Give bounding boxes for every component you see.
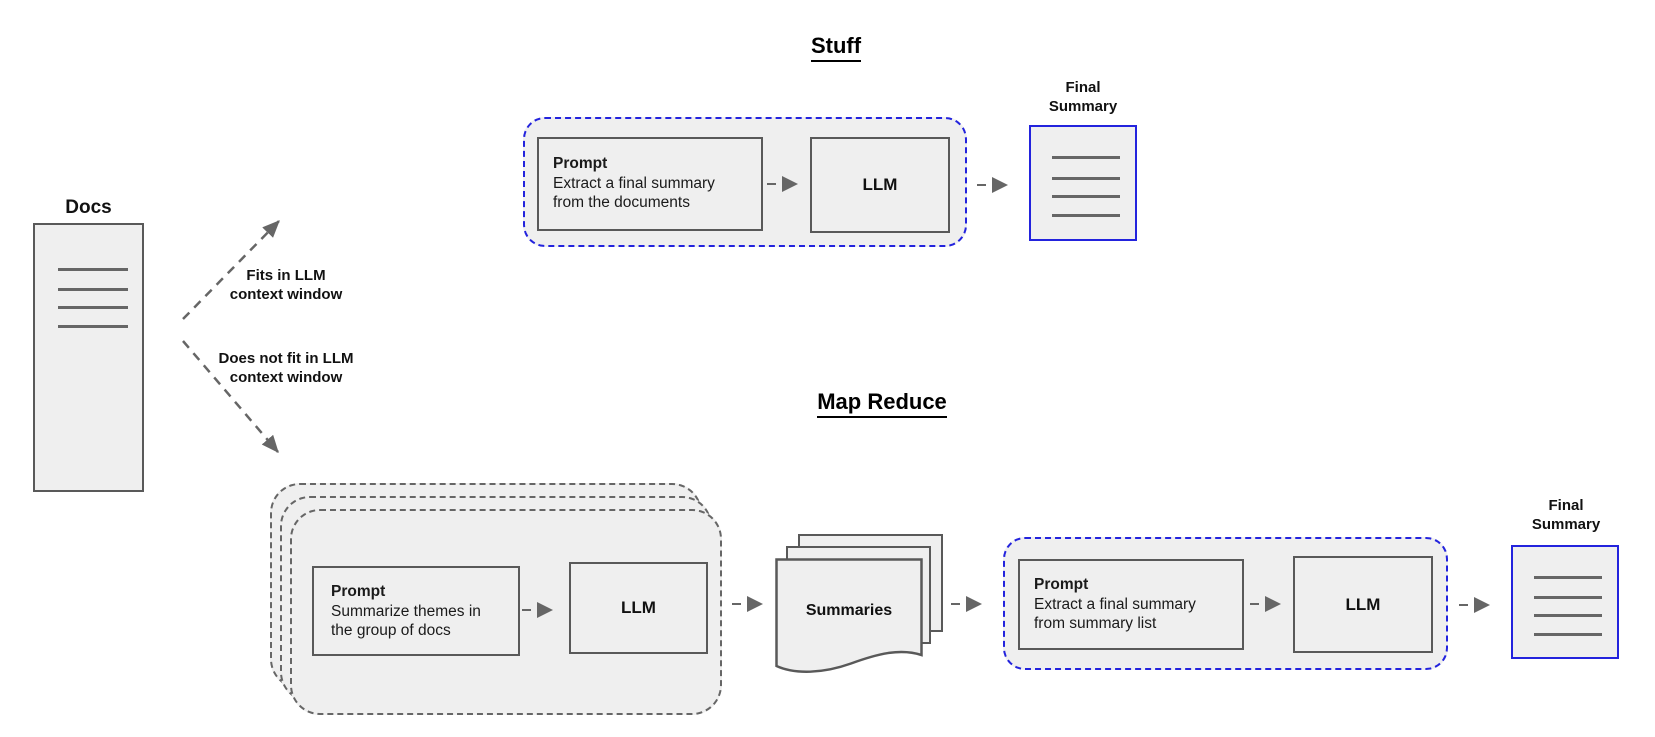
document-text-line <box>58 268 128 271</box>
summaries-to-reduce-arrow <box>951 596 982 612</box>
document-text-line <box>58 306 128 309</box>
reduce-llm-box: LLM <box>1293 556 1433 653</box>
arrow-dash <box>767 182 776 186</box>
map-prompt-body-line2: the group of docs <box>331 622 451 639</box>
stuff-final-summary-label: Final Summary <box>1028 78 1138 116</box>
document-text-line <box>58 288 128 291</box>
document-text-line <box>1534 596 1602 599</box>
fits-branch-label-line2: context window <box>229 286 343 303</box>
stuff-prompt-box: Prompt Extract a final summary from the … <box>537 137 763 231</box>
arrow-head-icon <box>747 596 763 612</box>
map-prompt-box: Prompt Summarize themes in the group of … <box>312 566 520 656</box>
reduce-prompt-box: Prompt Extract a final summary from summ… <box>1018 559 1244 650</box>
map-llm-box: LLM <box>569 562 708 654</box>
fits-branch-label-line1: Fits in LLM <box>246 267 326 284</box>
reduce-final-summary-label-line2: Summary <box>1531 516 1601 533</box>
document-text-line <box>1052 214 1120 217</box>
map-llm-to-summaries-arrow <box>732 596 763 612</box>
reduce-prompt-body-line2: from summary list <box>1034 615 1157 632</box>
arrow-head-icon <box>966 596 982 612</box>
does-not-fit-branch-label: Does not fit in LLM context window <box>210 349 362 387</box>
arrow-head-icon <box>537 602 553 618</box>
stuff-llm-label: LLM <box>862 175 898 194</box>
document-text-line <box>1534 576 1602 579</box>
stuff-prompt-to-llm-arrow <box>767 176 798 192</box>
stuff-section-title: Stuff <box>781 33 891 62</box>
docs-label: Docs <box>65 197 112 218</box>
reduce-llm-to-summary-arrow <box>1459 597 1490 613</box>
arrow-head-icon <box>1474 597 1490 613</box>
reduce-final-summary-document <box>1511 545 1619 659</box>
reduce-prompt-to-llm-arrow <box>1250 596 1281 612</box>
summaries-page-front: Summaries <box>775 558 923 676</box>
map-reduce-section-title: Map Reduce <box>792 389 972 418</box>
document-text-line <box>1052 177 1120 180</box>
stuff-final-summary-document <box>1029 125 1137 241</box>
document-text-line <box>1052 195 1120 198</box>
stuff-prompt-title: Prompt <box>553 155 608 172</box>
arrow-dash <box>1250 602 1259 606</box>
stuff-llm-to-summary-arrow <box>977 177 1008 193</box>
reduce-prompt-title: Prompt <box>1034 576 1089 593</box>
map-llm-label: LLM <box>621 598 656 617</box>
document-text-line <box>1534 614 1602 617</box>
reduce-llm-label: LLM <box>1345 594 1381 614</box>
arrow-dash <box>732 602 741 606</box>
stuff-final-summary-label-line1: Final <box>1065 79 1101 96</box>
document-text-line <box>1534 633 1602 636</box>
document-text-line <box>1052 156 1120 159</box>
does-not-fit-branch-label-line1: Does not fit in LLM <box>218 350 354 367</box>
arrow-dash <box>1459 603 1468 607</box>
map-prompt-title: Prompt <box>331 583 386 600</box>
reduce-final-summary-label: Final Summary <box>1511 496 1621 534</box>
reduce-prompt-body-line1: Extract a final summary <box>1034 595 1196 613</box>
arrow-dash <box>951 602 960 606</box>
summaries-wavy-document-shape <box>775 558 923 673</box>
does-not-fit-branch-label-line2: context window <box>229 369 343 386</box>
map-prompt-body-line1: Summarize themes in <box>331 602 481 620</box>
arrow-head-icon <box>992 177 1008 193</box>
stuff-final-summary-label-line2: Summary <box>1048 98 1118 115</box>
stuff-prompt-body-line1: Extract a final summary <box>553 174 715 192</box>
stuff-prompt-body-line2: from the documents <box>553 194 690 211</box>
arrow-head-icon <box>782 176 798 192</box>
fits-branch-label: Fits in LLM context window <box>221 266 351 304</box>
reduce-final-summary-label-line1: Final <box>1548 497 1584 514</box>
arrow-head-icon <box>1265 596 1281 612</box>
summaries-label: Summaries <box>805 602 893 619</box>
document-text-line <box>58 325 128 328</box>
arrow-dash <box>977 183 986 187</box>
docs-document <box>33 223 144 492</box>
map-prompt-to-llm-arrow <box>522 602 553 618</box>
arrow-dash <box>522 608 531 612</box>
stuff-llm-box: LLM <box>810 137 950 233</box>
